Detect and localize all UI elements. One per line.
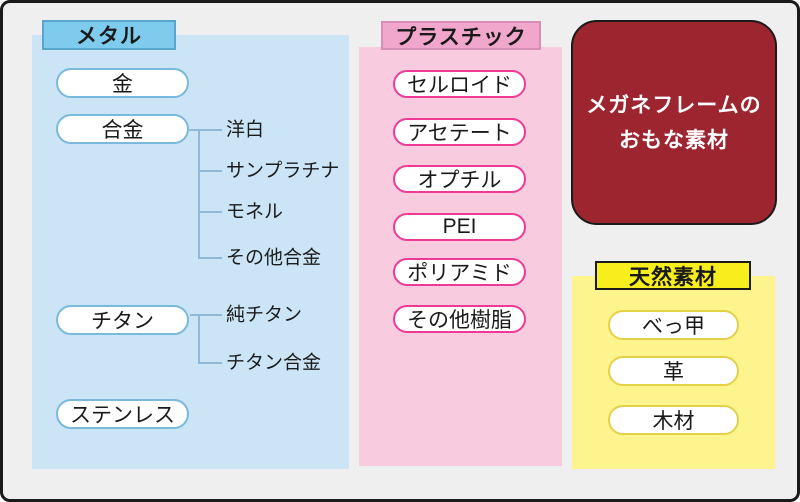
material-tortoiseshell-label: べっ甲 <box>642 315 705 338</box>
material-alloy: 合金 <box>56 114 189 144</box>
natural-header: 天然素材 <box>595 261 751 290</box>
alloy-tree-line-branch <box>189 129 222 131</box>
plastic-header-label: プラスチック <box>395 25 527 49</box>
material-pei: PEI <box>393 213 526 241</box>
plastic-header: プラスチック <box>381 21 541 50</box>
alloy-tree-line-vertical <box>198 129 200 259</box>
material-leather-label: 革 <box>663 361 684 384</box>
alloy-child-monel: モネル <box>226 201 284 223</box>
material-titanium-label: チタン <box>91 310 154 333</box>
titanium-tree-line-branch <box>190 314 222 316</box>
metal-panel <box>32 35 349 469</box>
titanium-tree-line-vertical <box>198 314 200 364</box>
natural-header-label: 天然素材 <box>629 265 717 289</box>
titanium-child-alloy: チタン合金 <box>226 352 322 374</box>
material-tortoiseshell: べっ甲 <box>608 310 739 340</box>
material-stainless: ステンレス <box>56 399 189 429</box>
alloy-child-nickel-silver: 洋白 <box>226 119 265 141</box>
titanium-tree-line-branch <box>198 362 222 364</box>
material-optyl-label: オプチル <box>417 169 502 192</box>
material-acetate: アセテート <box>393 118 526 146</box>
diagram-title-box: メガネフレームの おもな素材 <box>571 20 777 225</box>
material-stainless-label: ステンレス <box>70 404 175 427</box>
material-acetate-label: アセテート <box>407 122 512 145</box>
material-polyamide: ポリアミド <box>393 258 526 286</box>
material-wood-label: 木材 <box>652 410 695 433</box>
material-pei-label: PEI <box>442 215 477 238</box>
material-polyamide-label: ポリアミド <box>407 262 512 285</box>
material-leather: 革 <box>608 356 739 386</box>
alloy-tree-line-branch <box>198 257 222 259</box>
titanium-child-pure: 純チタン <box>226 304 303 326</box>
material-celluloid: セルロイド <box>393 70 526 98</box>
material-gold: 金 <box>56 68 189 98</box>
material-wood: 木材 <box>608 405 739 435</box>
metal-header-label: メタル <box>76 25 142 48</box>
material-gold-label: 金 <box>112 73 133 96</box>
material-titanium: チタン <box>56 305 189 335</box>
alloy-tree-line-branch <box>198 211 222 213</box>
plastic-panel <box>359 47 562 466</box>
diagram-title-line1: メガネフレームの <box>586 93 762 117</box>
metal-header: メタル <box>42 20 176 50</box>
material-other-resin-label: その他樹脂 <box>407 309 512 332</box>
alloy-child-other: その他合金 <box>226 247 322 269</box>
alloy-tree-line-branch <box>198 170 222 172</box>
material-optyl: オプチル <box>393 165 526 193</box>
material-other-resin: その他樹脂 <box>393 305 526 333</box>
material-celluloid-label: セルロイド <box>407 74 512 97</box>
diagram-title-line2: おもな素材 <box>619 128 729 152</box>
material-alloy-label: 合金 <box>101 119 144 142</box>
alloy-child-sunplatina: サンプラチナ <box>226 160 340 182</box>
